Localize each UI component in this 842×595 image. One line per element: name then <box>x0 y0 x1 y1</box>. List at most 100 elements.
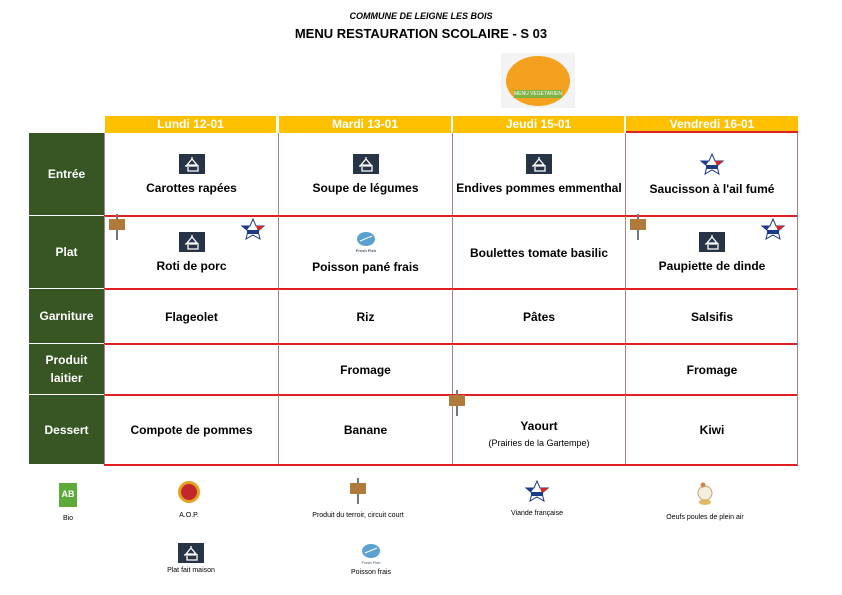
vegetarian-menu-badge: MENU VEGETARIEN <box>501 53 575 108</box>
plat-fait-maison-icon <box>526 154 552 177</box>
menu-item-text: Yaourt <box>520 418 558 433</box>
viande-francaise-icon <box>240 217 266 243</box>
menu-cell: Paupiette de dinde <box>625 214 798 289</box>
legend-item-oeufs-plein-air: Oeufs poules de plein air <box>625 480 785 521</box>
menu-cell: Pâtes <box>452 289 625 344</box>
cell-icons <box>352 154 379 177</box>
cell-icons: Fresh Fish <box>353 231 379 256</box>
menu-item-text: Banane <box>343 423 388 437</box>
menu-item-text: Endives pommes emmenthal <box>456 181 622 195</box>
viande-francaise-icon <box>760 217 786 243</box>
cell-icons <box>699 152 725 178</box>
menu-cell: Riz <box>278 289 452 344</box>
legend-label: A.O.P. <box>179 512 199 519</box>
row-label-3: Garniture <box>29 289 104 344</box>
menu-item-note: (Prairies de la Gartempe) <box>488 437 590 448</box>
row-label-5: Dessert <box>29 395 104 465</box>
menu-cell: Soupe de légumes <box>278 133 452 216</box>
veg-badge-label: MENU VEGETARIEN <box>514 89 562 98</box>
menu-cell <box>452 344 625 395</box>
svg-text:AB: AB <box>62 489 75 499</box>
row-divider <box>104 394 798 396</box>
menu-cell: Saucisson à l'ail fumé <box>625 133 798 216</box>
plat-fait-maison-icon <box>178 154 205 177</box>
legend-item-produit-du-terroir: Produit du terroir, circuit court <box>278 478 438 519</box>
legend-item-aop: A.O.P. <box>109 480 269 519</box>
menu-item-text: Fromage <box>340 362 391 377</box>
menu-cell: Banane <box>278 395 452 465</box>
legend-label: Produit du terroir, circuit court <box>312 512 404 519</box>
row-label-4: Produit laitier <box>29 344 104 395</box>
produit-du-terroir-icon <box>107 214 127 243</box>
menu-cell: Fromage <box>625 344 798 395</box>
table-right-border <box>797 133 798 465</box>
day-header-vendredi: Vendredi 16-01 <box>626 116 798 133</box>
menu-cell: Fromage <box>278 344 452 395</box>
menu-item-text: Pâtes <box>522 309 556 324</box>
menu-item-text: Soupe de légumes <box>312 181 419 195</box>
row-divider <box>104 343 798 345</box>
bio-icon: AB <box>59 483 77 509</box>
menu-cell: Salsifis <box>625 289 798 344</box>
menu-cell: Endives pommes emmenthal <box>452 133 625 216</box>
menu-item-text: Kiwi <box>699 423 725 437</box>
legend-label: Bio <box>62 515 74 522</box>
svg-text:Fresh Fish: Fresh Fish <box>355 248 376 253</box>
menu-cell: Roti de porc <box>104 214 278 289</box>
menu-cell: Boulettes tomate basilic <box>452 216 625 289</box>
cell-icons <box>526 154 552 177</box>
poisson-frais-icon: Fresh Fish <box>358 543 384 567</box>
row-label-2: Plat <box>29 216 104 289</box>
legend-item-plat-fait-maison: Plat fait maison <box>111 543 271 574</box>
viande-francaise-icon <box>524 479 550 504</box>
legend-label: Viande française <box>510 510 564 517</box>
row-divider <box>104 464 798 466</box>
day-header-lundi: Lundi 12-01 <box>105 116 276 133</box>
aop-icon <box>177 480 201 506</box>
menu-cell: Kiwi <box>625 395 798 465</box>
row-divider <box>104 215 798 217</box>
legend-item-bio: AB Bio <box>0 483 148 522</box>
menu-item-text: Fromage <box>686 362 738 377</box>
menu-cell: Yaourt (Prairies de la Gartempe) <box>449 390 625 465</box>
cell-icons <box>178 154 205 177</box>
legend-label: Plat fait maison <box>167 567 215 574</box>
menu-item-text: Riz <box>356 309 375 324</box>
legend-label: Oeufs poules de plein air <box>666 514 744 521</box>
menu-item-text: Paupiette de dinde <box>658 259 766 273</box>
plat-fait-maison-icon <box>178 232 205 255</box>
commune-name: COMMUNE DE LEIGNE LES BOIS <box>349 11 493 21</box>
menu-item-text: Roti de porc <box>156 259 227 273</box>
day-header-mardi: Mardi 13-01 <box>279 116 451 133</box>
row-divider <box>104 288 798 290</box>
produit-du-terroir-icon <box>348 478 368 506</box>
plat-fait-maison-icon <box>178 543 204 565</box>
poisson-frais-icon: Fresh Fish <box>353 231 379 256</box>
legend-label: Poisson frais <box>350 569 392 576</box>
menu-item-text: Boulettes tomate basilic <box>469 245 609 260</box>
cell-icons <box>699 232 725 255</box>
menu-cell: Flageolet <box>104 289 278 344</box>
menu-cell: Carottes rapées <box>104 133 278 216</box>
day-header-jeudi: Jeudi 15-01 <box>453 116 624 133</box>
menu-cell: Compote de pommes <box>104 395 278 465</box>
menu-item-text: Poisson pané frais <box>312 260 419 274</box>
page-title: MENU RESTAURATION SCOLAIRE - S 03 <box>294 26 548 41</box>
cell-icons <box>178 232 205 255</box>
plat-fait-maison-icon <box>352 154 379 177</box>
plat-fait-maison-icon <box>699 232 725 255</box>
menu-item-text: Saucisson à l'ail fumé <box>649 182 775 196</box>
legend-item-viande-francaise: Viande française <box>457 479 617 517</box>
viande-francaise-icon <box>699 152 725 178</box>
produit-du-terroir-icon <box>628 214 648 243</box>
menu-item-text: Salsifis <box>690 309 734 324</box>
menu-item-text: Carottes rapées <box>146 181 237 195</box>
oeufs-plein-air-icon <box>695 480 715 508</box>
menu-item-text: Compote de pommes <box>130 423 253 437</box>
menu-cell <box>104 344 278 395</box>
svg-text:Fresh Fish: Fresh Fish <box>362 560 381 565</box>
produit-du-terroir-icon <box>447 390 467 419</box>
menu-item-text: Flageolet <box>165 309 218 324</box>
